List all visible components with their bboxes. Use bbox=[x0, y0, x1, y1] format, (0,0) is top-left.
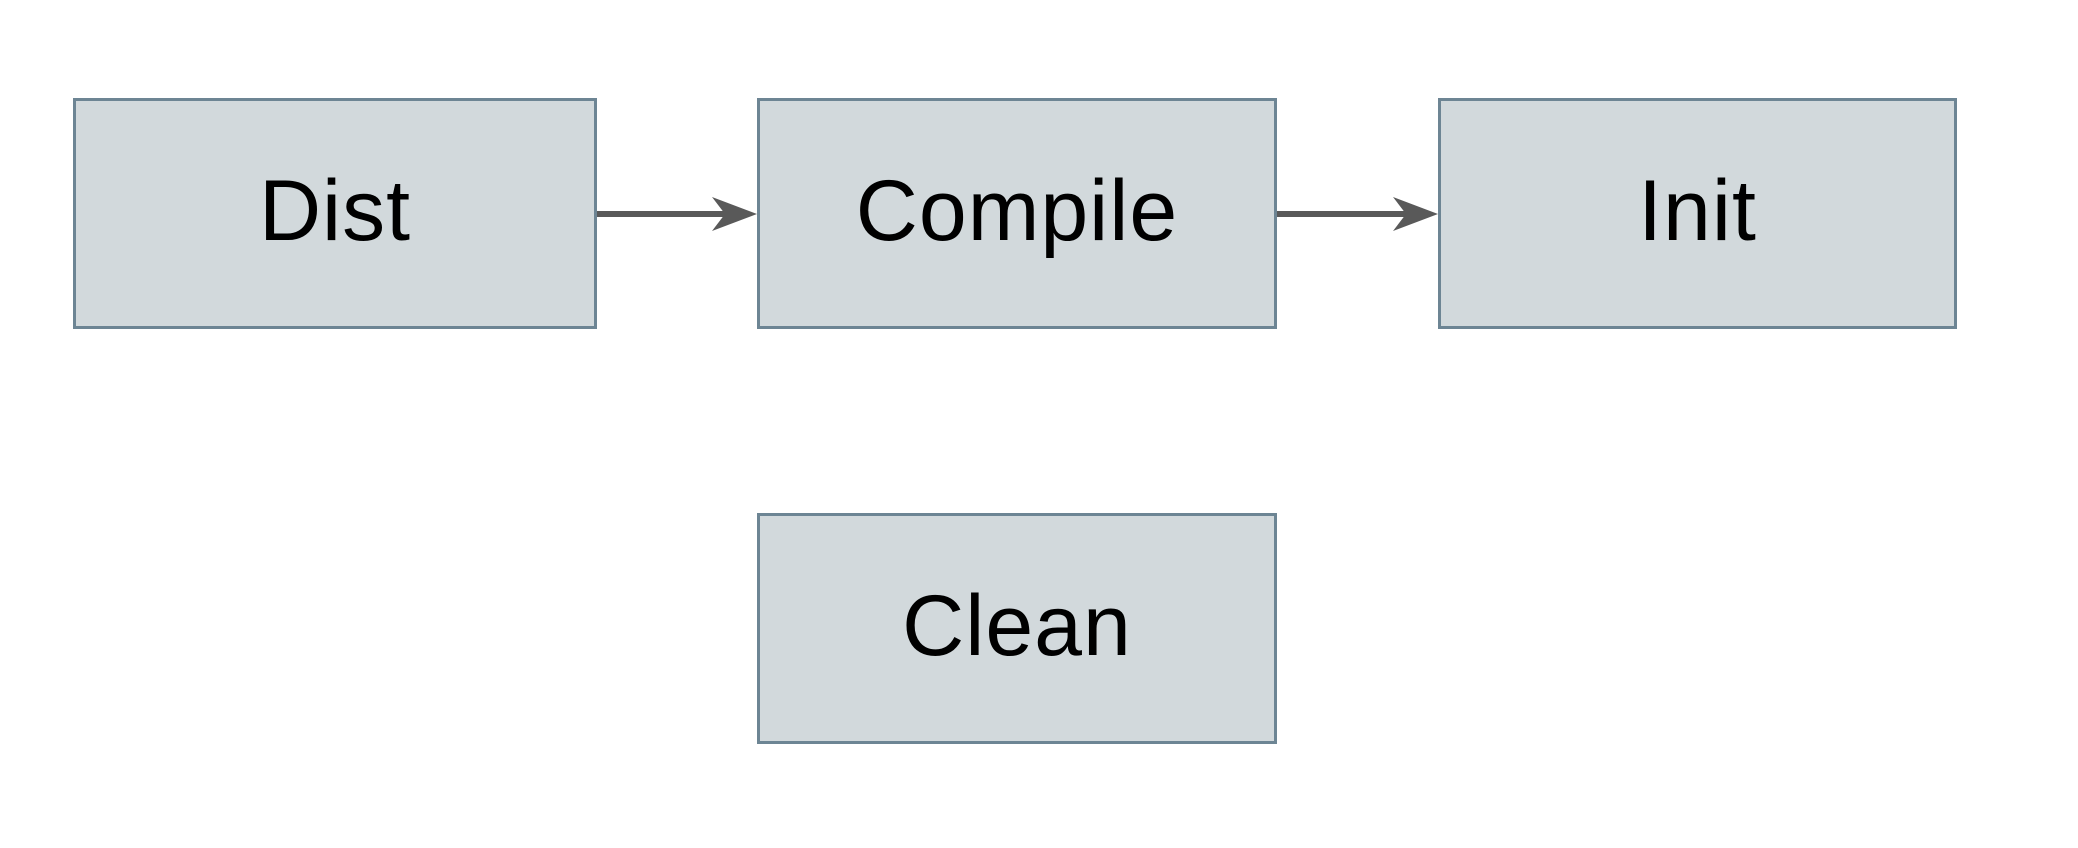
node-dist-label: Dist bbox=[258, 162, 412, 259]
node-compile: Compile bbox=[757, 98, 1277, 329]
node-dist: Dist bbox=[73, 98, 597, 329]
node-clean: Clean bbox=[757, 513, 1277, 744]
node-init: Init bbox=[1438, 98, 1957, 329]
node-init-label: Init bbox=[1638, 162, 1757, 259]
node-clean-label: Clean bbox=[902, 577, 1132, 674]
arrow-compile-to-init bbox=[1277, 186, 1438, 242]
right-arrow-icon bbox=[597, 197, 757, 231]
right-arrow-icon bbox=[1277, 197, 1438, 231]
arrow-dist-to-compile bbox=[597, 186, 757, 242]
node-compile-label: Compile bbox=[855, 162, 1179, 259]
